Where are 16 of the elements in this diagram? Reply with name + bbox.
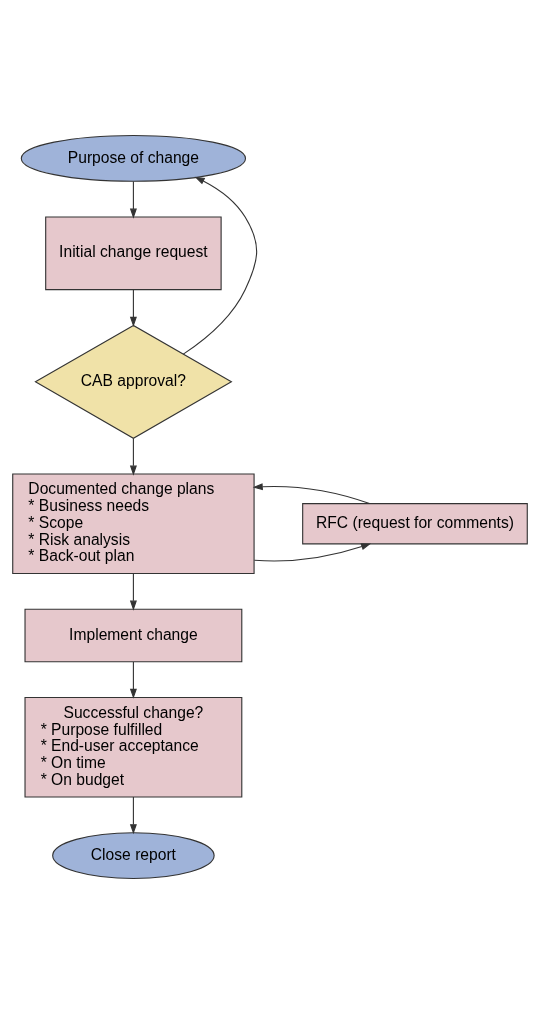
node-box: Successful change? * Purpose fulfilled * End-user acceptance * On time * On budget (24, 696, 243, 797)
node-box: Documented change plans * Business needs * Scope * Risk analysis * Back-out plan (12, 473, 255, 574)
arrow (252, 482, 371, 504)
arrow (129, 660, 137, 699)
node-box: Implement change (24, 608, 243, 662)
arrow (129, 437, 137, 476)
arrow (253, 542, 372, 562)
arrow (129, 572, 137, 611)
node-diamond: CAB approval? (34, 324, 233, 439)
node-box: Initial change request (45, 216, 222, 290)
arrow (129, 180, 137, 219)
node-ellipse: Close report (52, 831, 215, 879)
arrow (182, 176, 258, 355)
arrow (129, 796, 137, 834)
node-box: RFC (request for comments) (302, 502, 528, 544)
arrow (129, 288, 137, 327)
